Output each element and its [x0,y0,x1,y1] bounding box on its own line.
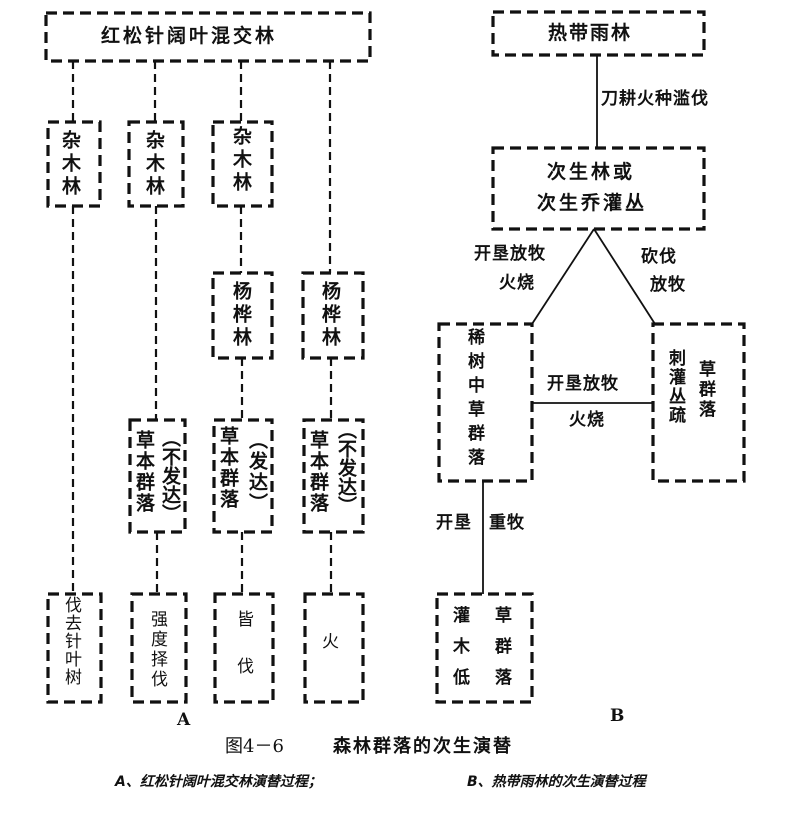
a-herb-note-1: （不发达） [159,428,181,523]
b-low-shrub-col1: 灌木低 [449,606,469,699]
b-edge-down-right: 重牧 [489,513,525,533]
box-a-disturb-2 [130,592,188,704]
box-a-mixed-forest-2 [127,120,185,208]
box-a-disturb-3 [213,592,275,704]
b-edge-mid-top: 开垦放牧 [547,374,619,394]
box-b-secondary [491,146,706,231]
a-herb-main-1: 草本群落 [133,430,155,514]
a-herb-note-2: （发达） [246,430,268,514]
b-edge-root-label: 刀耕火种滥伐 [601,89,709,109]
b-secondary-line1: 次生林或 [547,161,636,183]
b-edge-right-line1: 砍伐 [641,247,677,267]
b-edge-right-line2: 放牧 [650,275,686,295]
figure-subcaption-b: B、热带雨林的次生演替过程 [467,774,646,790]
figure-subcaption-a: A、红松针阔叶混交林演替过程； [115,774,322,790]
b-thorn-col1: 刺灌丛疏 [665,349,685,425]
b-low-shrub-col2: 草群落 [491,606,511,699]
b-edge-left-line2: 火烧 [499,273,535,293]
b-edge-down-left: 开垦 [436,513,472,533]
conn-b-secondary-left [531,228,595,325]
panel-a-letter: A [177,710,191,730]
box-a-disturb-1 [46,592,103,704]
box-b-thorn-shrub [651,322,746,483]
a-disturb-label-4: 火 [322,632,339,652]
a-herb-note-3: （不发达） [335,420,357,515]
figure-number: 图4－6 [225,736,284,757]
figure-title: 森林群落的次生演替 [333,736,513,757]
b-edge-mid-bottom: 火烧 [569,410,605,430]
b-sparse-tree-label: 稀树中草群落 [464,328,484,472]
conn-b-secondary-right [593,228,656,325]
box-a-mixed-forest-3 [211,120,274,208]
b-thorn-col2: 草群落 [695,360,715,420]
a-disturb-label-2: 强度择伐 [147,610,167,690]
a-root-label: 红松针阔叶混交林 [101,25,278,47]
a-disturb-label-3: 皆伐 [233,610,253,704]
b-secondary-line2: 次生乔灌丛 [537,192,648,214]
b-edge-left-line1: 开垦放牧 [474,244,546,264]
a-disturb-label-1: 伐去针叶树 [61,596,81,686]
box-a-disturb-4 [303,592,365,704]
box-a-birch-2 [301,271,365,360]
a-herb-main-3: 草本群落 [307,430,329,514]
conn-b-mid [531,402,652,404]
a-mixed-forest-label-3: 杂木林 [230,126,252,195]
a-mixed-forest-label-1: 杂木林 [59,130,81,199]
panel-b-letter: B [610,706,625,726]
box-a-root [44,11,372,63]
a-mixed-forest-label-2: 杂木林 [143,130,165,199]
a-herb-main-2: 草本群落 [217,426,239,510]
a-birch-label-2: 杨桦林 [319,281,341,350]
box-b-sparse-tree [437,322,534,483]
a-birch-label-1: 杨桦林 [230,281,252,350]
b-root-label: 热带雨林 [548,22,633,44]
box-b-root [491,10,706,57]
